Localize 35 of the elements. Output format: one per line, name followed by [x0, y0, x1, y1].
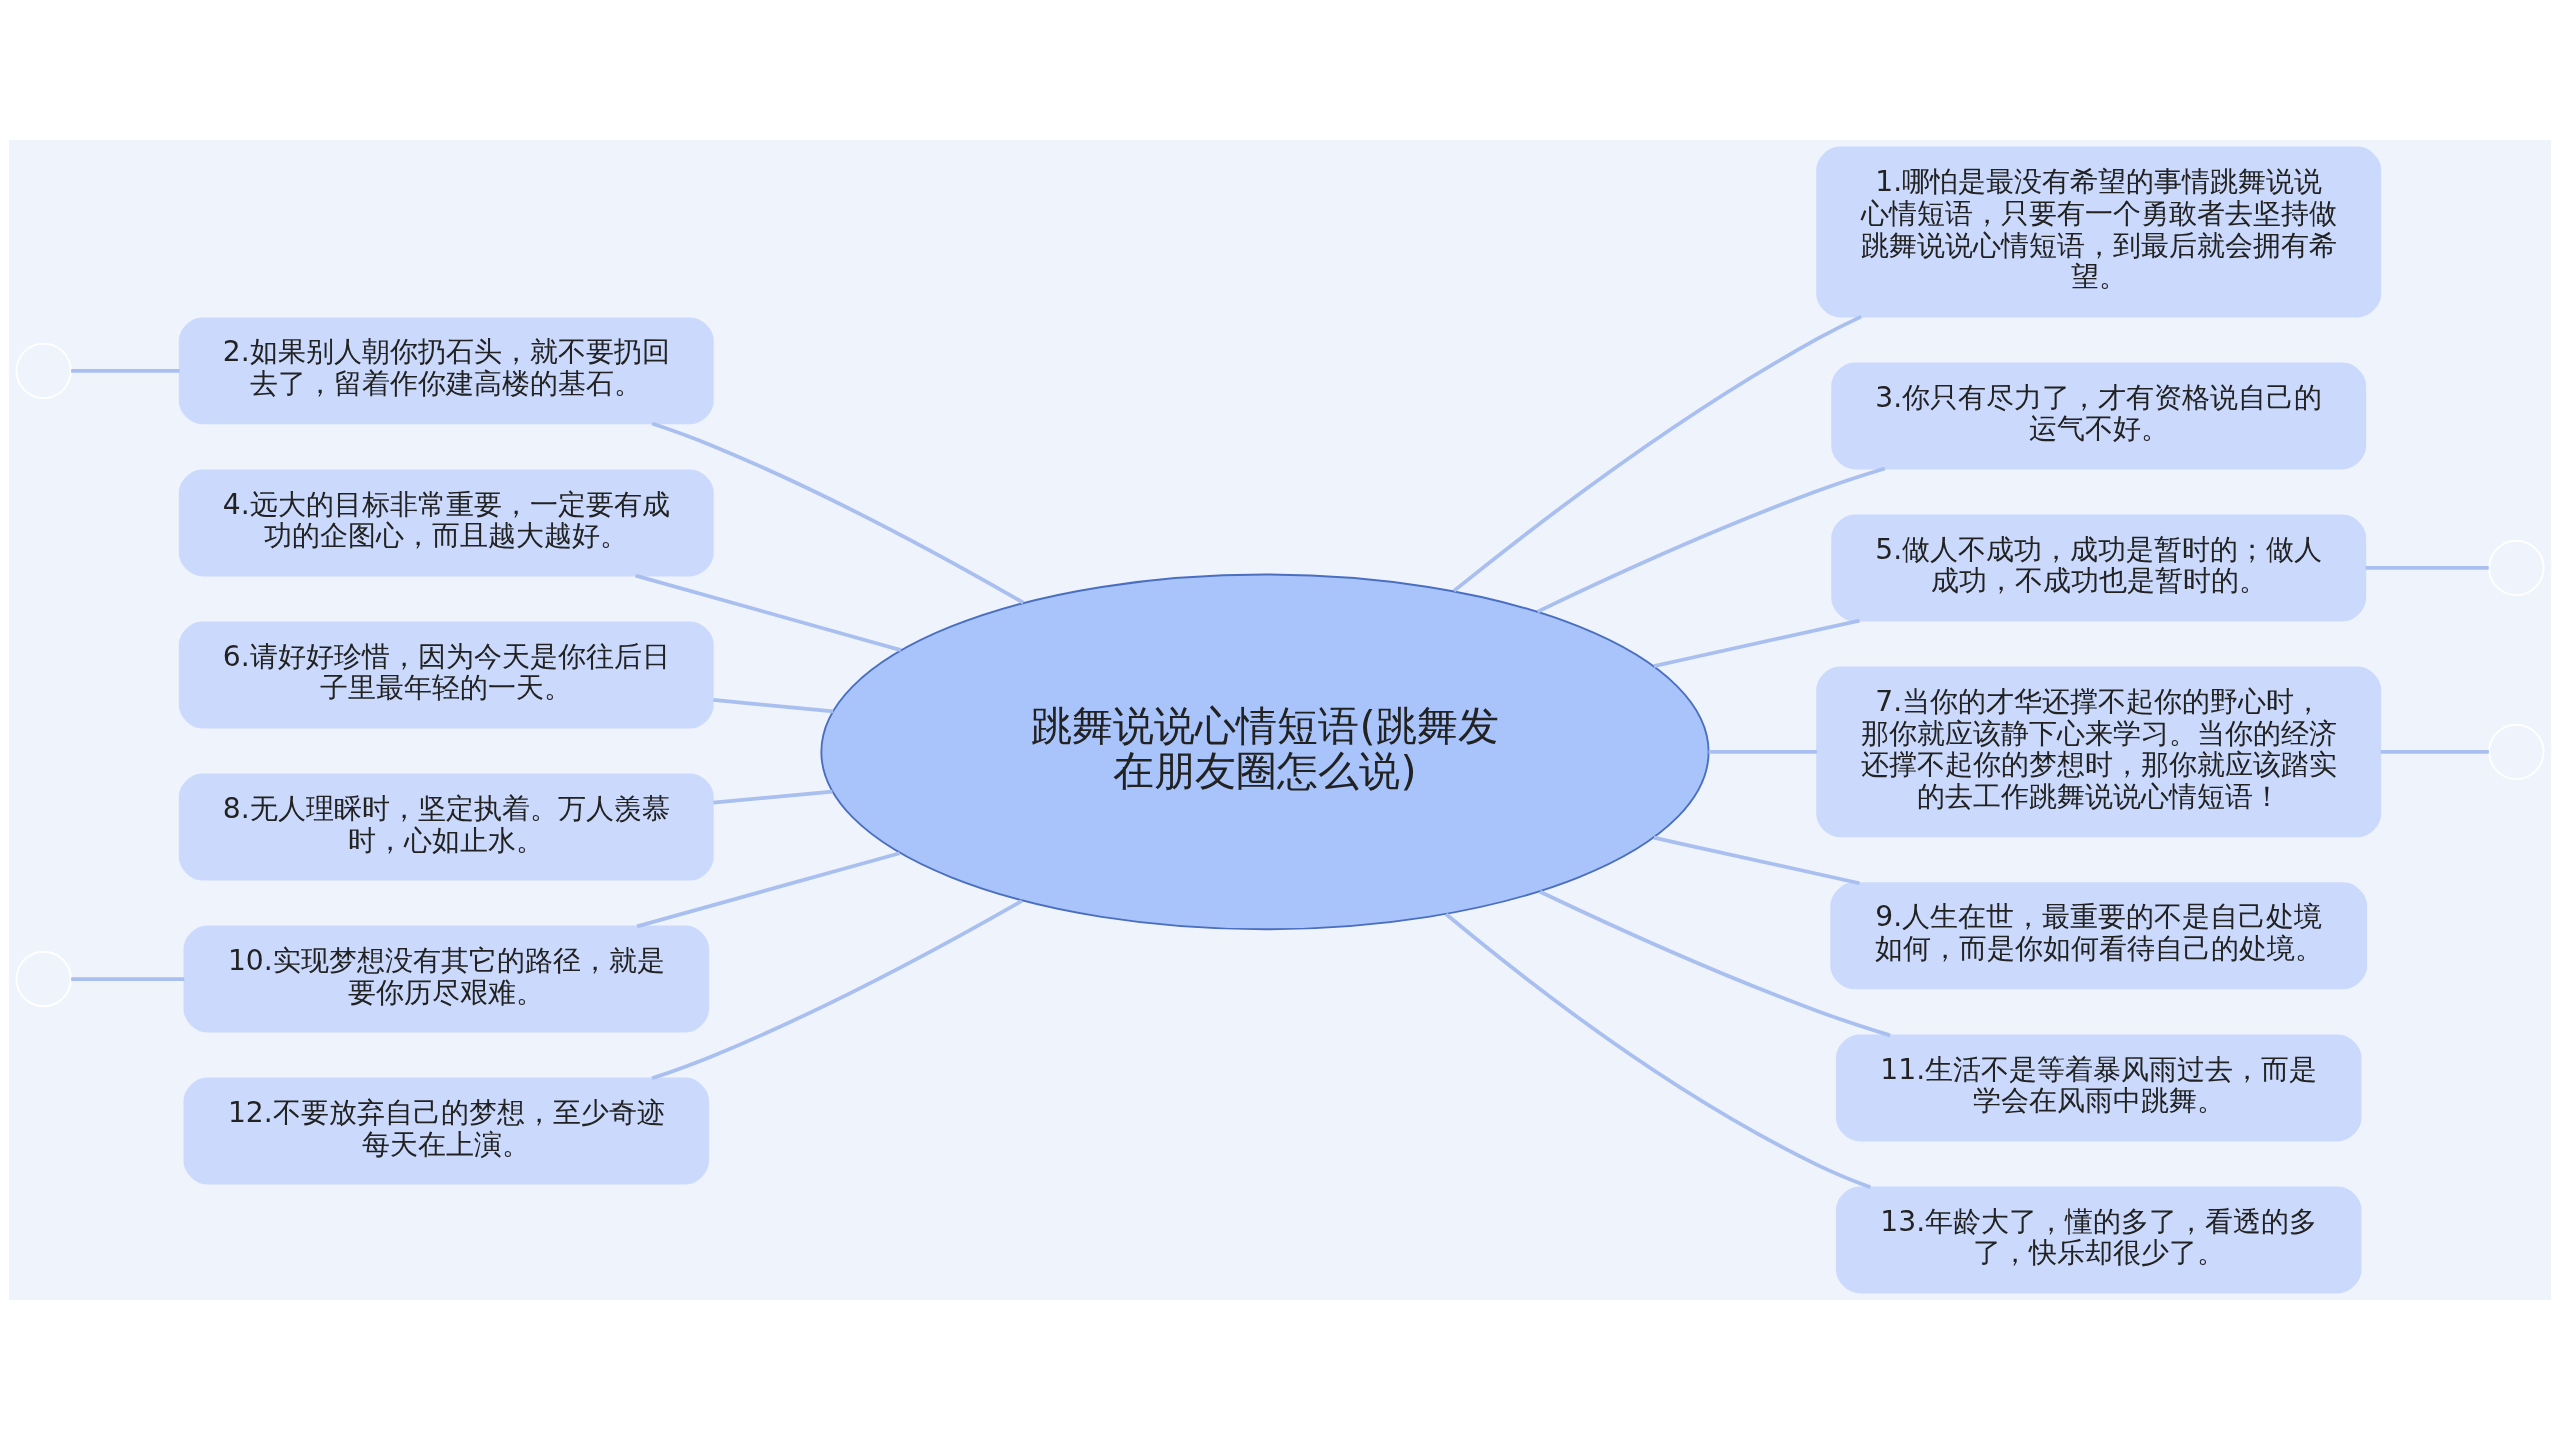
connector — [2380, 749, 2489, 754]
connector — [1452, 314, 1862, 592]
node-box: 3.你只有尽力了，才有资格说自己的运气不好。 — [1831, 361, 2367, 469]
node-box: 1.哪怕是最没有希望的事情跳舞说说心情短语，只要有一个勇敢者去坚持做跳舞说说心情短语，到最后就会拥有希望。 — [1816, 146, 2382, 317]
node-circle — [2488, 539, 2545, 596]
connector — [1536, 466, 1886, 613]
node-box: 5.做人不成功，成功是暂时的；做人成功，不成功也是暂时的。 — [1831, 513, 2367, 621]
connector — [635, 573, 902, 652]
node-box: 11.生活不是等着暴风雨过去，而是学会在风雨中跳舞。 — [1835, 1033, 2362, 1141]
node-box: 4.远大的目标非常重要，一定要有成功的企图心，而且越大越好。 — [178, 468, 714, 576]
connector — [1653, 835, 1860, 885]
node-ellipse: 跳舞说说心情短语(跳舞发在朋友圈怎么说) — [820, 573, 1710, 930]
node-box: 9.人生在世，最重要的不是自己处境如何，而是你如何看待自己的处境。 — [1830, 881, 2368, 989]
node-circle — [15, 342, 72, 399]
node-box: 10.实现梦想没有其它的路径，就是要你历尽艰难。 — [183, 925, 710, 1033]
connector — [1653, 618, 1860, 668]
connector — [713, 789, 833, 804]
connector — [2365, 565, 2489, 570]
node-box: 13.年龄大了，懂的多了，看透的多了，快乐却很少了。 — [1835, 1185, 2362, 1293]
connector — [1539, 889, 1891, 1037]
connector — [1445, 912, 1872, 1189]
connector — [1708, 749, 1817, 754]
node-box: 6.请好好珍惜，因为今天是你往后日子里最年轻的一天。 — [178, 620, 714, 728]
connector — [71, 368, 180, 373]
connector — [651, 898, 1023, 1080]
node-box: 8.无人理睬时，坚定执着。万人羡慕时，心如止水。 — [178, 773, 714, 880]
connector — [636, 850, 901, 928]
connector — [651, 421, 1025, 604]
node-circle — [15, 950, 72, 1007]
node-box: 12.不要放弃自己的梦想，至少奇迹每天在上演。 — [183, 1077, 710, 1185]
connector — [713, 697, 834, 713]
connector — [71, 976, 185, 981]
node-box: 7.当你的才华还撑不起你的野心时，那你就应该静下心来学习。当你的经济还撑不起你的梦想时，那你就应该踏实的去工作跳舞说说心情短语！ — [1816, 666, 2382, 837]
node-box: 2.如果别人朝你扔石头，就不要扔回去了，留着作你建高楼的基石。 — [178, 316, 714, 424]
node-circle — [2488, 723, 2545, 780]
